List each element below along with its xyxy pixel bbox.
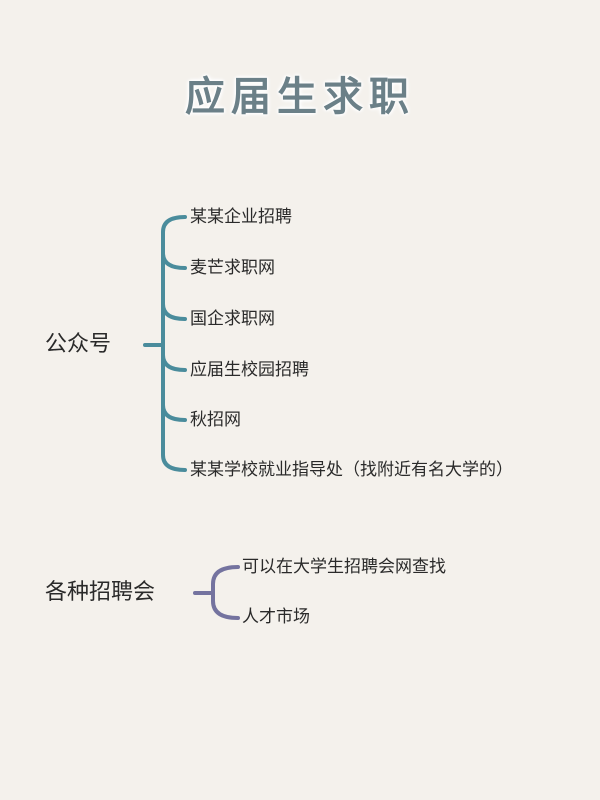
list-item: 秋招网: [190, 410, 241, 430]
list-item: 人才市场: [242, 607, 310, 627]
list-item: 某某学校就业指导处（找附近有名大学的）: [190, 460, 513, 480]
list-item: 某某企业招聘: [190, 207, 292, 227]
group-label-job-fairs: 各种招聘会: [45, 580, 156, 605]
group-label-official-accounts: 公众号: [45, 332, 112, 357]
page-title: 应届生求职: [185, 73, 415, 120]
list-item: 麦芒求职网: [190, 258, 275, 278]
list-item: 可以在大学生招聘会网查找: [242, 557, 446, 577]
group2-bracket: [193, 565, 240, 620]
list-item: 应届生校园招聘: [190, 360, 309, 380]
list-item: 国企求职网: [190, 309, 275, 329]
group1-bracket: [143, 215, 187, 472]
